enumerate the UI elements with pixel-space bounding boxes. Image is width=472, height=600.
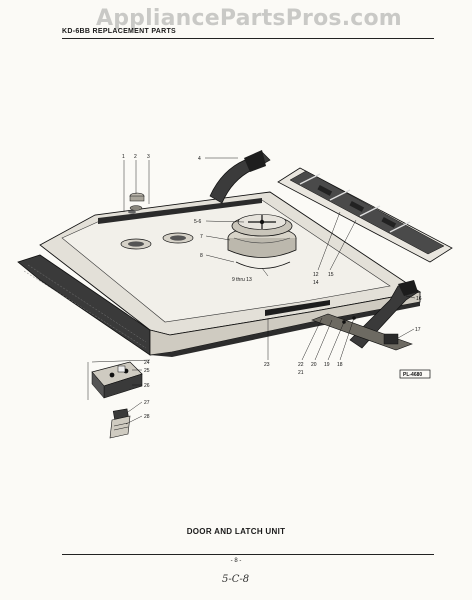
reference-code-box: PL-4680 bbox=[399, 369, 431, 379]
reference-code: PL-4680 bbox=[403, 372, 422, 378]
diagram-caption: DOOR AND LATCH UNIT bbox=[186, 527, 286, 536]
callout-2: 2 bbox=[134, 154, 137, 160]
callout-23: 23 bbox=[264, 362, 270, 368]
callout-14: 14 bbox=[313, 280, 319, 286]
door-switch-assembly bbox=[91, 361, 143, 399]
callout-20: 20 bbox=[311, 362, 317, 368]
callout-21: 21 bbox=[298, 370, 304, 376]
callout-5-6: 5-6 bbox=[194, 219, 201, 225]
callout-1: 1 bbox=[122, 154, 125, 160]
interlock-switch bbox=[109, 408, 131, 439]
callout-22: 22 bbox=[298, 362, 304, 368]
callout-28: 28 bbox=[144, 414, 150, 420]
callout-19: 19 bbox=[324, 362, 330, 368]
callout-27: 27 bbox=[144, 400, 150, 406]
door-panel bbox=[17, 191, 422, 357]
door-handle-bracket bbox=[209, 150, 271, 204]
callout-24: 24 bbox=[144, 360, 150, 366]
page-number: - 8 - bbox=[230, 558, 242, 564]
callout-4: 4 bbox=[198, 156, 201, 162]
callout-7: 7 bbox=[200, 234, 203, 240]
callout-labels: 1 2 3 4 5-6 7 8 9 thru 13 12 14 15 16 17… bbox=[122, 154, 422, 420]
dispenser-assembly bbox=[227, 214, 297, 269]
callout-17: 17 bbox=[415, 327, 421, 333]
footer-divider bbox=[62, 554, 434, 555]
handwritten-note: 5-C-8 bbox=[222, 574, 250, 585]
latch-bar bbox=[311, 313, 413, 351]
callout-26: 26 bbox=[144, 383, 150, 389]
page-header-title: KD-6BB REPLACEMENT PARTS bbox=[62, 28, 177, 35]
callout-12: 12 bbox=[313, 272, 319, 278]
leader-lines bbox=[87, 157, 416, 425]
callout-18: 18 bbox=[337, 362, 343, 368]
callout-16: 16 bbox=[416, 296, 422, 302]
callout-3: 3 bbox=[147, 154, 150, 160]
header-divider bbox=[62, 38, 434, 39]
callout-9-thru-13: 9 thru 13 bbox=[232, 277, 252, 283]
callout-8: 8 bbox=[200, 253, 203, 259]
watermark-text: AppliancePartsPros.com bbox=[96, 6, 402, 31]
callout-25: 25 bbox=[144, 368, 150, 374]
callout-15: 15 bbox=[328, 272, 334, 278]
detergent-cap-assembly bbox=[128, 192, 145, 214]
vent-panel-strip bbox=[277, 167, 453, 263]
